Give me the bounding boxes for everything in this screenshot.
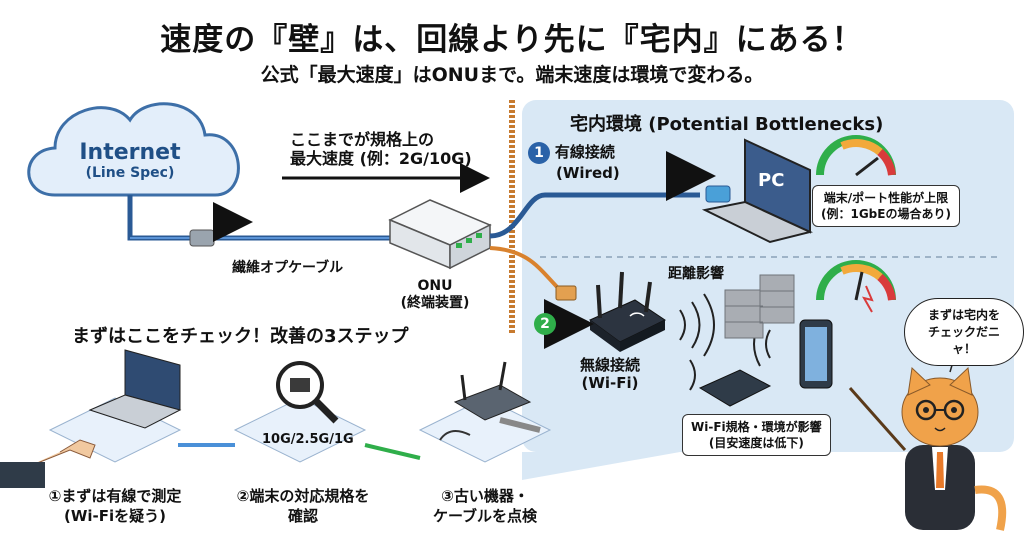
wireless-number-badge: 2 — [534, 313, 556, 335]
step2-platform — [233, 361, 367, 463]
step-connector-2 — [364, 443, 421, 460]
lan-cable-orange — [489, 246, 562, 292]
wired-callout-line1: 端末/ポート性能が上限 — [823, 191, 949, 205]
onu-label-line1: ONU — [417, 278, 453, 294]
mascot-bubble-line2: チェックだニャ！ — [927, 324, 1000, 356]
panel-tail — [522, 452, 680, 480]
step1-label-line1: ①まずは有線で測定 — [48, 487, 182, 505]
lan-connector-icon — [705, 185, 731, 203]
wired-callout: 端末/ポート性能が上限 (例：1GbEの場合あり) — [812, 185, 960, 228]
onu-device-icon — [388, 199, 492, 270]
hand-plugging-cable-icon — [0, 439, 96, 488]
wired-label-line2: (Wired) — [556, 164, 620, 182]
max-speed-note-line2: 最大速度 (例：2G/10G) — [290, 149, 472, 169]
step1-label-line2: (Wi-Fiを疑う) — [63, 507, 166, 526]
wireless-label: 無線接続 (Wi-Fi) — [580, 356, 640, 392]
tablet-icon — [698, 369, 772, 407]
wireless-label-line1: 無線接続 — [580, 356, 641, 374]
page-subtitle: 公式「最大速度」はONUまで。端末速度は環境で変わる。 — [260, 64, 764, 86]
wired-cable — [489, 192, 700, 239]
step3-label: ③古い機器・ ケーブルを点検 — [410, 486, 560, 527]
home-panel-title: 宅内環境 (Potential Bottlenecks) — [570, 114, 884, 135]
fiber-cable-label: 繊維オプケーブル — [232, 260, 344, 276]
step1-platform — [48, 349, 182, 463]
wifi-router-icon — [589, 271, 667, 352]
internet-cloud-icon — [27, 102, 240, 197]
max-speed-note: ここまでが規格上の 最大速度 (例：2G/10G) — [290, 130, 472, 168]
laptop-pc-icon — [701, 138, 813, 244]
step1-label: ①まずは有線で測定 (Wi-Fiを疑う) — [40, 486, 190, 527]
step3-platform — [418, 361, 552, 463]
steps-heading: まずはここをチェック！改善の3ステップ — [72, 326, 409, 347]
wired-callout-line2: (例：1GbEの場合あり) — [821, 207, 951, 222]
cat-teacher-mascot-icon — [848, 366, 1007, 531]
wireless-label-line2: (Wi-Fi) — [581, 374, 639, 392]
onu-label: ONU (終端装置) — [395, 278, 475, 312]
speed-gauge-wired-icon — [816, 135, 896, 177]
fiber-cable — [127, 195, 390, 247]
step2-label-line2: 確認 — [287, 507, 318, 526]
step2-label: ②端末の対応規格を 確認 — [228, 486, 378, 527]
step3-label-line1: ③古い機器・ — [441, 487, 529, 505]
wired-label: 1 有線接続 (Wired) — [528, 142, 620, 182]
mascot-bubble-line1: まずは宅内を — [927, 308, 1000, 322]
wifi-waves-icon — [679, 293, 771, 391]
internet-name: Internet — [79, 140, 181, 165]
wired-number-badge: 1 — [528, 142, 550, 164]
internet-label-group: Internet (Line Spec) — [70, 140, 190, 181]
wireless-callout-line2: (目安速度は低下) — [708, 436, 804, 451]
max-speed-note-line1: ここまでが規格上の — [290, 130, 435, 149]
obstacle-wall-icon — [724, 274, 795, 339]
wireless-callout: Wi-Fi規格・環境が影響 (目安速度は低下) — [682, 414, 831, 457]
smartphone-screen — [805, 327, 827, 381]
mascot-speech-bubble: まずは宅内を チェックだニャ！ — [904, 298, 1024, 367]
lan-plug-icon — [555, 285, 577, 301]
speed-gauge-wireless-icon — [816, 260, 896, 313]
port-speed-label: 10G/2.5G/1G — [262, 432, 354, 447]
onu-label-line2: (終端装置) — [400, 294, 470, 311]
internet-spec: (Line Spec) — [85, 165, 175, 181]
page-title: 速度の『壁』は、回線より先に『宅内』にある！ — [160, 22, 864, 58]
step2-label-line1: ②端末の対応規格を — [236, 487, 370, 505]
step3-label-line2: ケーブルを点検 — [432, 507, 538, 526]
wireless-callout-line1: Wi-Fi規格・環境が影響 — [691, 420, 822, 434]
wired-label-line1: 有線接続 — [554, 143, 615, 161]
distance-effect-label: 距離影響 — [668, 266, 724, 282]
pc-screen-text: PC — [758, 170, 785, 191]
